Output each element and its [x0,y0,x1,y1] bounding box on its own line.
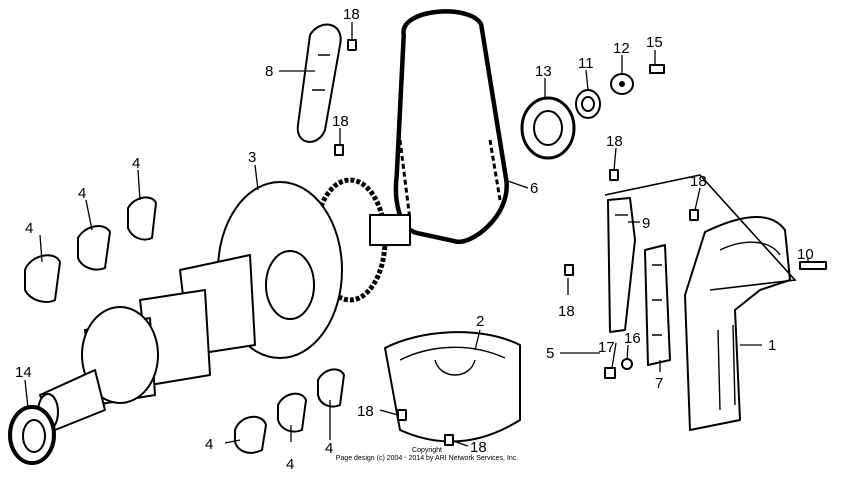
callout-18: 18 [470,439,487,456]
callout-14: 14 [15,364,32,381]
callout-18: 18 [558,303,575,320]
callout-18: 18 [343,6,360,23]
callout-18: 18 [690,173,707,190]
copyright-notice: Copyright Page design (c) 2004 - 2014 by… [336,447,519,462]
tensioner-plate [644,244,671,366]
callout-8: 8 [265,63,273,80]
callout-numbers: 1 2 3 4 4 4 4 4 4 5 6 7 8 9 10 11 12 13 … [15,6,814,473]
bolts [334,39,827,446]
chain-tensioner-cover [684,216,791,431]
callout-6: 6 [530,180,538,197]
collar [575,89,601,119]
cam-chain [393,9,509,244]
callout-11: 11 [578,55,594,72]
callout-13: 13 [535,63,552,80]
bearing-shells [24,196,345,454]
callout-4: 4 [286,456,294,473]
callout-7: 7 [655,375,663,392]
callout-3: 3 [248,149,256,166]
callout-4: 4 [205,436,213,453]
callout-1: 1 [768,337,776,354]
callout-4: 4 [132,155,140,172]
copyright-line-2: Page design (c) 2004 - 2014 by ARI Netwo… [336,455,519,462]
callout-17: 17 [598,339,615,356]
crankshaft [37,177,411,431]
callout-18: 18 [332,113,349,130]
lower-chain-guide [384,331,521,443]
callout-12: 12 [613,40,630,57]
leader-lines [24,22,809,447]
copyright-line-1: Copyright [412,447,442,454]
callout-9: 9 [642,215,650,232]
callout-16: 16 [624,330,641,347]
oil-seal [8,405,56,465]
callout-10: 10 [797,246,814,263]
callout-15: 15 [646,34,663,51]
callout-4: 4 [78,185,86,202]
upper-chain-guide [296,23,342,143]
washer [610,73,634,95]
callout-2: 2 [476,313,484,330]
callout-4: 4 [325,440,333,457]
callout-5: 5 [546,345,554,362]
callout-18: 18 [357,403,374,420]
callout-18: 18 [606,133,623,150]
tensioner-arm [607,197,636,333]
callout-4: 4 [25,220,33,237]
bearing [520,96,576,160]
